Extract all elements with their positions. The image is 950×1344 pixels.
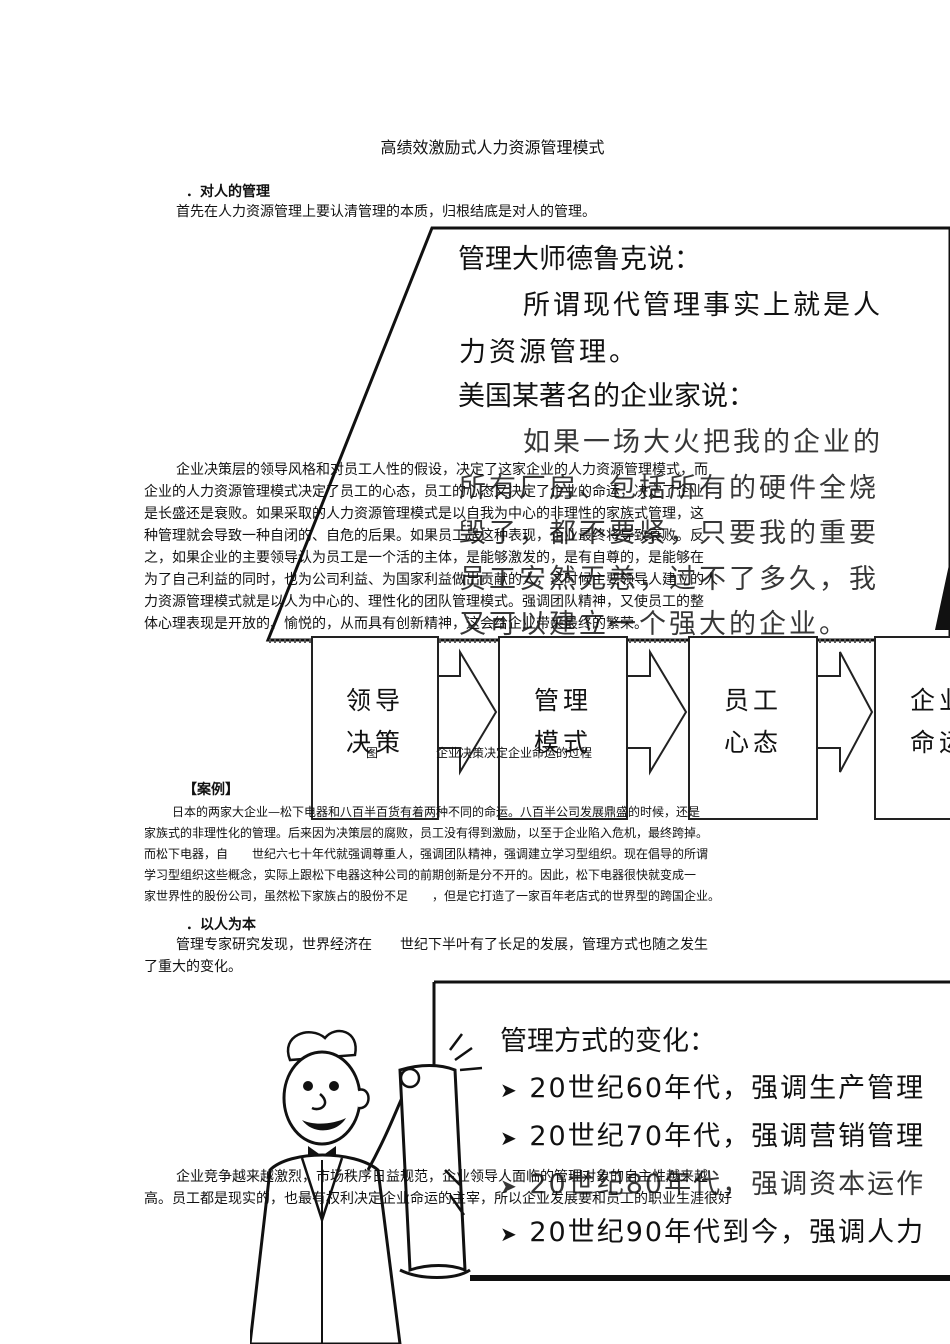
body-paragraph-1: 企业决策层的领导风格和对员工人性的假设，决定了这家企业的人力资源管理模式，而 企… bbox=[144, 459, 814, 635]
quote-entrepreneur-line1: 如果一场大火把我的企业的 bbox=[523, 427, 883, 458]
case-heading: 【案例】 bbox=[183, 782, 239, 798]
case-line: 学习型组织这些概念，实际上跟松下电器这种公司的前期创新是分不开的。因此，松下电器… bbox=[144, 868, 697, 882]
management-item-text: 20世纪60年代，强调生产管理 bbox=[529, 1073, 926, 1104]
figure-number: 图 bbox=[366, 746, 379, 760]
case-line: 家族式的非理性化的管理。后来因为决策层的腐败，员工没有得到激励，以至于企业陷入危… bbox=[144, 826, 709, 840]
body-line: 企业决策层的领导风格和对员工人性的假设，决定了这家企业的人力资源管理模式，而 bbox=[176, 462, 708, 478]
flow-box-label: 管理 bbox=[533, 686, 592, 715]
case-line: 日本的两家大企业—松下电器和八百半百货有着两种不同的命运。八百半公司发展鼎盛的时… bbox=[172, 805, 701, 819]
management-item-text: 20世纪90年代到今，强调人力 bbox=[529, 1217, 926, 1248]
case-paragraph: 日本的两家大企业—松下电器和八百半百货有着两种不同的命运。八百半公司发展鼎盛的时… bbox=[144, 802, 814, 907]
section-intro-text: 首先在人力资源管理上要认清管理的本质，归根结底是对人的管理。 bbox=[176, 204, 596, 220]
arrow-right-icon: ➤ bbox=[500, 1174, 519, 1198]
arrow-right-icon: ➤ bbox=[500, 1078, 519, 1102]
management-item-60s: ➤ 20世纪60年代，强调生产管理 bbox=[500, 1066, 925, 1105]
body-line: 之，如果企业的主要领导认为员工是一个活的主体，是能够激发的，是有自尊的，是能够在 bbox=[144, 550, 704, 566]
arrow-right-icon: ➤ bbox=[500, 1222, 519, 1246]
flow-box-enterprise: 企业 命运 bbox=[874, 636, 950, 820]
body-line: 是长盛还是衰败。如果采取的人力资源管理模式是以自我为中心的非理性的家族式管理，这 bbox=[144, 506, 704, 522]
quote-drucker-line2: 力资源管理。 bbox=[459, 337, 639, 368]
page-title: 高绩效激励式人力资源管理模式 bbox=[380, 138, 605, 157]
quote-drucker-line1: 所谓现代管理事实上就是人 bbox=[523, 290, 883, 321]
cartoon-presenter-illustration bbox=[250, 1029, 483, 1344]
management-item-90s: ➤ 20世纪90年代到今，强调人力 bbox=[500, 1210, 925, 1249]
flow-arrows bbox=[434, 648, 874, 776]
arrow-right-icon: ➤ bbox=[500, 1126, 519, 1150]
flow-box-employee: 员工 心态 bbox=[688, 636, 818, 820]
quote-entrepreneur-line5: 又可以建立一个强大的企业。 bbox=[459, 609, 849, 640]
body2-line1: 企业竞争越来越激烈，市场秩序日益规范，企业领导人面临的管理对象的自主性越来越 bbox=[176, 1169, 708, 1185]
figure-caption: 企业决策决定企业命运的过程 bbox=[436, 746, 593, 760]
flow-box-label: 模式 bbox=[533, 728, 592, 757]
management-item-80s: ➤ 20世纪80年代，强调资本运作 bbox=[500, 1162, 925, 1201]
section2-line1: 管理专家研究发现，世界经济在 世纪下半叶有了长足的发展，管理方式也随之发生 bbox=[176, 937, 708, 953]
flow-box-label: 心态 bbox=[723, 728, 782, 757]
body-line: 体心理表现是开放的、愉悦的，从而具有创新精神，这会给企业带来最终的繁荣。 bbox=[144, 616, 648, 632]
flow-box-label: 命运 bbox=[910, 728, 950, 757]
management-item-text: 20世纪70年代，强调营销管理 bbox=[529, 1121, 926, 1152]
body2-line2: 高。员工都是现实的，也最有权利决定企业命运的主宰，所以企业发展要和员工的职业生涯… bbox=[144, 1191, 732, 1207]
case-line: 家世界性的股份公司，虽然松下家族占的股份不足 ，但是它打造了一家百年老店式的世界… bbox=[144, 889, 721, 903]
section2-line2: 了重大的变化。 bbox=[144, 959, 242, 975]
flow-box-management: 管理 模式 bbox=[498, 636, 628, 820]
case-line: 而松下电器，自 世纪六七十年代就强调尊重人，强调团队精神，强调建立学习型组织。现… bbox=[144, 847, 709, 861]
body-line: 种管理就会导致一种自闭的、自危的后果。如果员工是这种表现，企业最终将导致衰败。反 bbox=[144, 528, 704, 544]
management-item-70s: ➤ 20世纪70年代，强调营销管理 bbox=[500, 1114, 925, 1153]
quote-entrepreneur-line2: 所有厂房、包括所有的硬件全烧 bbox=[459, 473, 879, 504]
quote-entrepreneur-line4: 员工安然无恙，过不了多久，我 bbox=[459, 564, 879, 595]
body-line: 力资源管理模式就是以人为中心的、理性化的团队管理模式。强调团队精神，又使员工的整 bbox=[144, 594, 704, 610]
management-panel-title: 管理方式的变化： bbox=[500, 1026, 716, 1057]
flow-box-label: 员工 bbox=[723, 686, 782, 715]
flow-box-label: 企业 bbox=[910, 686, 950, 715]
body-line: 企业的人力资源管理模式决定了员工的心态，员工的心态又决定了企业的命运，决定了企业 bbox=[144, 484, 704, 500]
quote-entrepreneur-line3: 毁了，都不要紧，只要我的重要 bbox=[459, 518, 879, 549]
flow-box-label: 领导 bbox=[345, 686, 404, 715]
quote-speaker-entrepreneur: 美国某著名的企业家说： bbox=[458, 381, 755, 412]
flow-box-leadership: 领导 决策 bbox=[311, 636, 439, 820]
quote-speaker-drucker: 管理大师德鲁克说： bbox=[458, 244, 701, 275]
flow-box-label: 决策 bbox=[345, 728, 404, 757]
section-heading-people-management: ．对人的管理 bbox=[186, 184, 270, 200]
section-heading-people-oriented: ．以人为本 bbox=[186, 917, 256, 933]
management-item-text: 20世纪80年代，强调资本运作 bbox=[529, 1169, 926, 1200]
body-line: 为了自己利益的同时，也为公司利益、为国家利益做出贡献的人，这时候主要领导人建立的… bbox=[144, 572, 718, 588]
